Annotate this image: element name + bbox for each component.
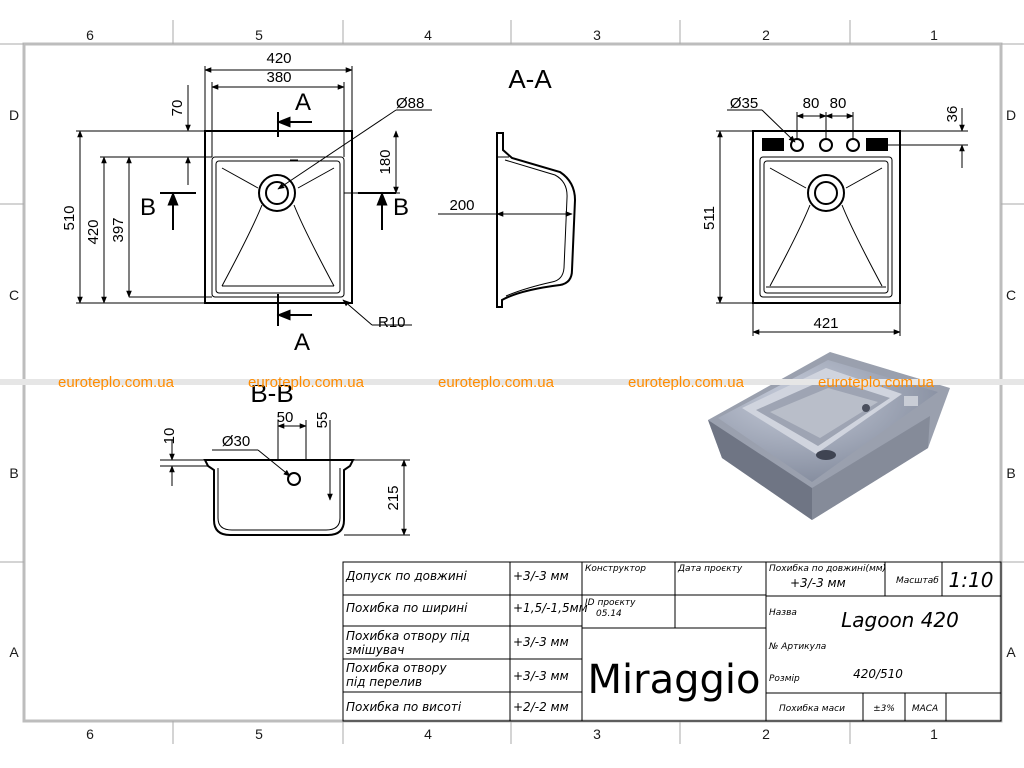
length-tol-value: +3/-3 мм bbox=[790, 576, 846, 590]
zone-row-b-left: B bbox=[9, 465, 18, 481]
zone-col-4-bottom: 4 bbox=[424, 726, 432, 742]
sink-3d-render bbox=[708, 352, 950, 520]
name-label: Назва bbox=[769, 608, 797, 618]
zone-col-1-top: 1 bbox=[930, 27, 938, 43]
tol-value-mixer-hole: +3/-3 мм bbox=[513, 635, 569, 649]
zone-col-4-top: 4 bbox=[424, 27, 432, 43]
length-tol-label: Похибка по довжині(мм) bbox=[769, 564, 886, 574]
size-value: 420/510 bbox=[853, 667, 903, 681]
zone-row-a-left: A bbox=[9, 644, 19, 660]
dim-depth-200: 200 bbox=[449, 197, 474, 214]
zone-row-d-left: D bbox=[9, 107, 19, 123]
section-aa-view: A-A 200 bbox=[438, 64, 577, 308]
mass-tol-label: Похибка маси bbox=[779, 704, 845, 714]
tol-value-overflow-hole: +3/-3 мм bbox=[513, 669, 569, 683]
dim-bb-width-50: 50 bbox=[277, 409, 294, 426]
watermark: euroteplo.com.ua euroteplo.com.ua eurote… bbox=[0, 374, 1024, 391]
dim-hole-spacing-80-left: 80 bbox=[803, 95, 820, 112]
section-bb-view: B-B 50 55 10 Ø30 215 bbox=[160, 378, 410, 536]
title-block: Допуск по довжині Похибка по ширині Похи… bbox=[342, 561, 1002, 722]
project-id-label: ID проєкту bbox=[585, 598, 636, 608]
dim-bb-height-10: 10 bbox=[161, 428, 178, 445]
watermark-text-4: euroteplo.com.ua bbox=[628, 374, 745, 391]
dim-hole-diameter-35: Ø35 bbox=[730, 95, 758, 112]
zone-col-3-top: 3 bbox=[593, 27, 601, 43]
tol-label-mixer-hole: Похибка отвору під bbox=[346, 629, 470, 643]
dim-height-511: 511 bbox=[701, 206, 718, 230]
dim-width-420: 420 bbox=[266, 50, 291, 67]
zone-col-6-top: 6 bbox=[86, 27, 94, 43]
dim-height-420: 420 bbox=[85, 219, 102, 244]
zone-col-3-bottom: 3 bbox=[593, 726, 601, 742]
zone-row-b-right: B bbox=[1006, 465, 1015, 481]
zone-col-2-bottom: 2 bbox=[762, 726, 770, 742]
article-label: № Артикула bbox=[768, 642, 826, 652]
tol-label-mixer-hole-2: змішувач bbox=[346, 643, 404, 657]
watermark-text-3: euroteplo.com.ua bbox=[438, 374, 555, 391]
dim-height-70: 70 bbox=[169, 100, 186, 117]
scale-label: Масштаб bbox=[896, 576, 939, 586]
dim-bb-diameter-30: Ø30 bbox=[222, 433, 250, 450]
top-view: 420 380 70 Ø88 180 510 420 397 R10 A A B… bbox=[61, 50, 432, 356]
zone-col-2-top: 2 bbox=[762, 27, 770, 43]
section-marker-a-top: A bbox=[295, 89, 311, 116]
zone-row-c-left: C bbox=[9, 287, 19, 303]
tol-label-overflow-hole: Похибка отвору bbox=[346, 661, 447, 675]
tol-label-width: Похибка по ширині bbox=[346, 601, 468, 615]
section-marker-b-right: B bbox=[393, 194, 409, 221]
product-name: Lagoon 420 bbox=[841, 608, 959, 632]
dim-hole-spacing-80-right: 80 bbox=[830, 95, 847, 112]
dim-diameter-88: Ø88 bbox=[396, 95, 424, 112]
tol-value-height: +2/-2 мм bbox=[513, 700, 569, 714]
section-aa-title: A-A bbox=[508, 64, 552, 94]
date-label: Дата проєкту bbox=[677, 564, 743, 574]
scale-value: 1:10 bbox=[949, 568, 994, 592]
tol-label-height: Похибка по висоті bbox=[346, 700, 462, 714]
project-id-value: 05.14 bbox=[596, 609, 622, 619]
hole-view: Ø35 80 80 36 511 421 bbox=[701, 95, 968, 336]
zone-col-5-bottom: 5 bbox=[255, 726, 263, 742]
dim-width-380: 380 bbox=[266, 69, 291, 86]
dim-bb-height-215: 215 bbox=[385, 485, 402, 510]
zone-col-6-bottom: 6 bbox=[86, 726, 94, 742]
section-marker-a-bottom: A bbox=[294, 329, 310, 356]
brand-name: Miraggio bbox=[588, 657, 761, 703]
mass-tol-value: ±3% bbox=[873, 704, 895, 714]
zone-row-d-right: D bbox=[1006, 107, 1016, 123]
watermark-text-2: euroteplo.com.ua bbox=[248, 374, 365, 391]
mass-label: МАСА bbox=[912, 704, 938, 714]
dim-width-421: 421 bbox=[813, 315, 838, 332]
watermark-text-5: euroteplo.com.ua bbox=[818, 374, 935, 391]
tol-label-overflow-hole-2: під перелив bbox=[346, 675, 422, 689]
tol-value-length: +3/-3 мм bbox=[513, 569, 569, 583]
zone-labels: 6 5 4 3 2 1 6 5 4 3 2 1 D C B A D C B A bbox=[9, 27, 1016, 742]
section-marker-b-left: B bbox=[140, 194, 156, 221]
dim-height-510: 510 bbox=[61, 205, 78, 230]
designer-label: Конструктор bbox=[585, 564, 646, 574]
dim-bb-width-55: 55 bbox=[314, 412, 331, 429]
zone-row-c-right: C bbox=[1006, 287, 1016, 303]
tol-label-length: Допуск по довжині bbox=[345, 569, 467, 583]
size-label: Розмір bbox=[769, 674, 800, 684]
dim-radius-10: R10 bbox=[378, 314, 406, 331]
zone-col-5-top: 5 bbox=[255, 27, 263, 43]
tol-value-width: +1,5/-1,5мм bbox=[513, 601, 588, 615]
watermark-text-1: euroteplo.com.ua bbox=[58, 374, 175, 391]
zone-col-1-bottom: 1 bbox=[930, 726, 938, 742]
zone-row-a-right: A bbox=[1006, 644, 1016, 660]
dim-hole-offset-36: 36 bbox=[944, 106, 961, 123]
dim-height-180: 180 bbox=[377, 149, 394, 174]
dim-height-397: 397 bbox=[110, 217, 127, 242]
